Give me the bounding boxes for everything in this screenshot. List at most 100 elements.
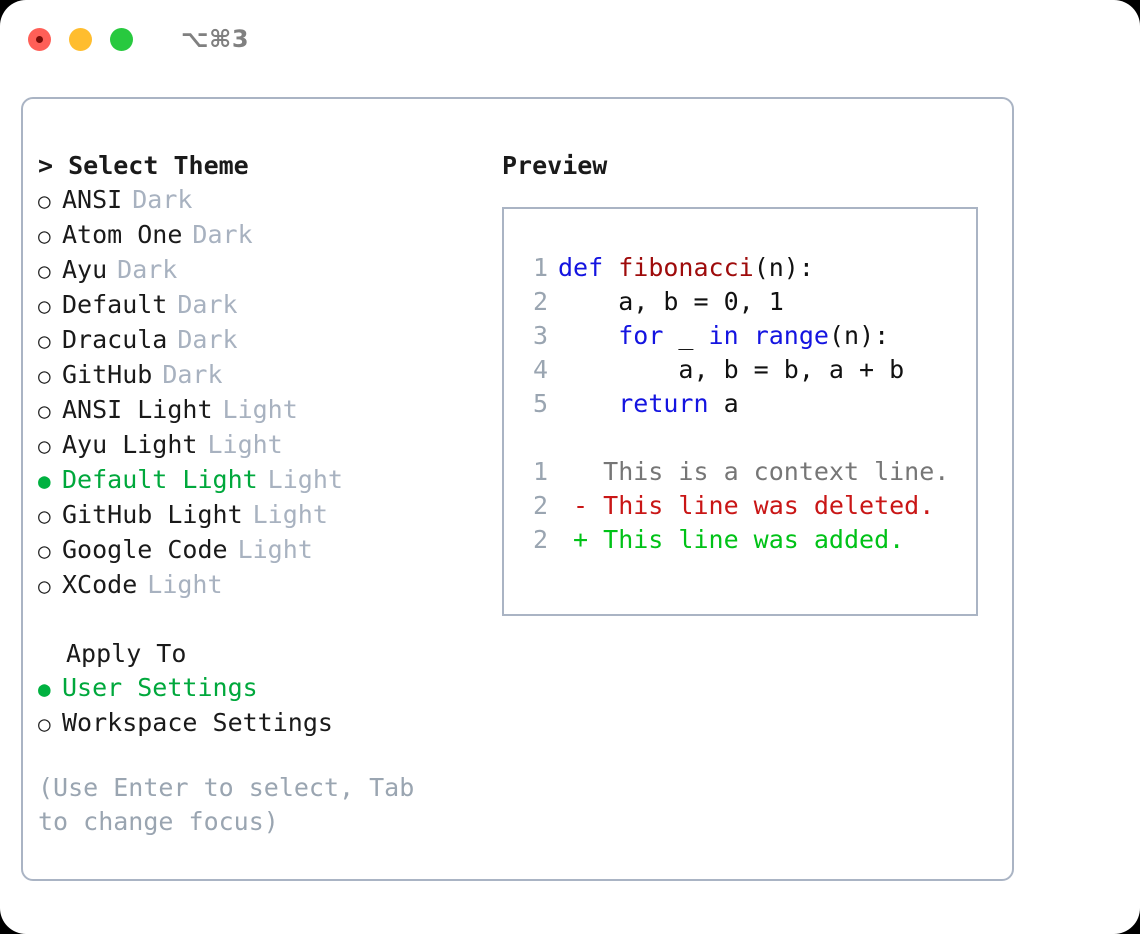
theme-item-2[interactable]: ○ Ayu Dark xyxy=(38,253,498,288)
token-code-text: (n): xyxy=(828,321,890,350)
theme-item-1[interactable]: ○ Atom One Dark xyxy=(38,218,498,253)
theme-category-tag: Dark xyxy=(177,290,238,319)
theme-item-10[interactable]: ○ Google Code Light xyxy=(38,533,498,568)
radio-unselected-icon: ○ xyxy=(38,364,51,388)
token-code-text: a xyxy=(708,389,739,418)
theme-label: XCode xyxy=(62,570,138,599)
radio-unselected-icon: ○ xyxy=(38,259,51,283)
line-number: 1 xyxy=(532,457,548,486)
diff-line-1: 2 - This line was deleted. xyxy=(522,489,976,523)
theme-item-4[interactable]: ○ Dracula Dark xyxy=(38,323,498,358)
token-kw: for xyxy=(618,321,664,350)
code-diff-separator xyxy=(522,421,976,455)
theme-category-tag: Light xyxy=(207,430,283,459)
apply-to-label: Workspace Settings xyxy=(62,708,333,737)
radio-unselected-icon: ○ xyxy=(38,434,51,458)
token-code-text: a, b = b, a + b xyxy=(558,355,905,384)
apply-to-list[interactable]: ●User Settings ○ Workspace Settings xyxy=(38,671,498,741)
code-line-1: 2 a, b = 0, 1 xyxy=(522,285,976,319)
token-code-text xyxy=(558,321,618,350)
token-code-text: _ xyxy=(663,321,709,350)
radio-unselected-icon: ○ xyxy=(38,539,51,563)
preview-heading: Preview xyxy=(502,151,608,180)
theme-label: ANSI xyxy=(62,185,123,214)
list-spacer xyxy=(38,603,498,637)
diff-line-0: 1 This is a context line. xyxy=(522,455,976,489)
line-number: 5 xyxy=(532,389,548,418)
theme-category-tag: Dark xyxy=(132,185,193,214)
title-bar: ⌥⌘3 xyxy=(0,0,1140,78)
code-line-content: for _ in range(n): xyxy=(558,319,889,353)
code-line-3: 4 a, b = b, a + b xyxy=(522,353,976,387)
token-del: - This line was deleted. xyxy=(558,491,935,520)
radio-unselected-icon: ○ xyxy=(38,574,51,598)
theme-label: GitHub Light xyxy=(62,500,243,529)
diff-sample: 1 This is a context line.2 - This line w… xyxy=(522,455,976,557)
line-number: 2 xyxy=(532,287,548,316)
theme-label: Google Code xyxy=(62,535,228,564)
theme-label: Default Light xyxy=(62,465,258,494)
diff-line-content: This is a context line. xyxy=(558,455,949,489)
theme-label: Default xyxy=(62,290,168,319)
radio-unselected-icon: ○ xyxy=(38,329,51,353)
diff-line-2: 2 + This line was added. xyxy=(522,523,976,557)
theme-label: Dracula xyxy=(62,325,168,354)
radio-unselected-icon: ○ xyxy=(38,189,51,213)
token-add: + This line was added. xyxy=(558,525,905,554)
zoom-window-icon[interactable] xyxy=(110,27,133,51)
close-window-icon[interactable] xyxy=(28,27,51,51)
radio-unselected-icon: ○ xyxy=(38,399,51,423)
theme-label: Ayu xyxy=(62,255,108,284)
token-ctx: This is a context line. xyxy=(558,457,950,486)
line-number: 2 xyxy=(532,525,548,554)
radio-selected-icon: ● xyxy=(38,469,51,493)
minimize-window-icon[interactable] xyxy=(69,27,92,51)
theme-category-tag: Dark xyxy=(192,220,253,249)
theme-item-0[interactable]: ○ ANSI Dark xyxy=(38,183,498,218)
apply-to-item-0[interactable]: ●User Settings xyxy=(38,671,498,706)
code-line-2: 3 for _ in range(n): xyxy=(522,319,976,353)
theme-category-tag: Dark xyxy=(117,255,178,284)
keyboard-hint-text: (Use Enter to select, Tab to change focu… xyxy=(38,773,430,836)
token-fn: fibonacci xyxy=(618,253,754,282)
theme-label: Atom One xyxy=(62,220,183,249)
line-number: 1 xyxy=(532,253,548,282)
code-line-content: a, b = b, a + b xyxy=(558,353,904,387)
diff-line-content: + This line was added. xyxy=(558,523,904,557)
token-kw: in xyxy=(708,321,739,350)
theme-item-11[interactable]: ○ XCode Light xyxy=(38,568,498,603)
theme-category-tag: Dark xyxy=(162,360,223,389)
radio-unselected-icon: ○ xyxy=(38,504,51,528)
theme-category-tag: Light xyxy=(237,535,313,564)
token-kw: range xyxy=(753,321,829,350)
code-line-content: return a xyxy=(558,387,739,421)
theme-category-tag: Light xyxy=(267,465,343,494)
line-number: 4 xyxy=(532,355,548,384)
token-kw: def xyxy=(558,253,619,282)
apply-to-label: User Settings xyxy=(62,673,258,702)
diff-line-content: - This line was deleted. xyxy=(558,489,934,523)
theme-item-8[interactable]: ● Default Light Light xyxy=(38,463,498,498)
radio-unselected-icon: ○ xyxy=(38,712,51,736)
apply-to-item-1[interactable]: ○ Workspace Settings xyxy=(38,706,498,741)
line-number: 2 xyxy=(532,491,548,520)
theme-category-tag: Light xyxy=(147,570,223,599)
line-number: 3 xyxy=(532,321,548,350)
theme-label: ANSI Light xyxy=(62,395,213,424)
radio-unselected-icon: ○ xyxy=(38,224,51,248)
theme-category-tag: Dark xyxy=(177,325,238,354)
code-line-4: 5 return a xyxy=(522,387,976,421)
code-line-content: a, b = 0, 1 xyxy=(558,285,784,319)
select-theme-heading: > Select Theme xyxy=(38,151,249,180)
